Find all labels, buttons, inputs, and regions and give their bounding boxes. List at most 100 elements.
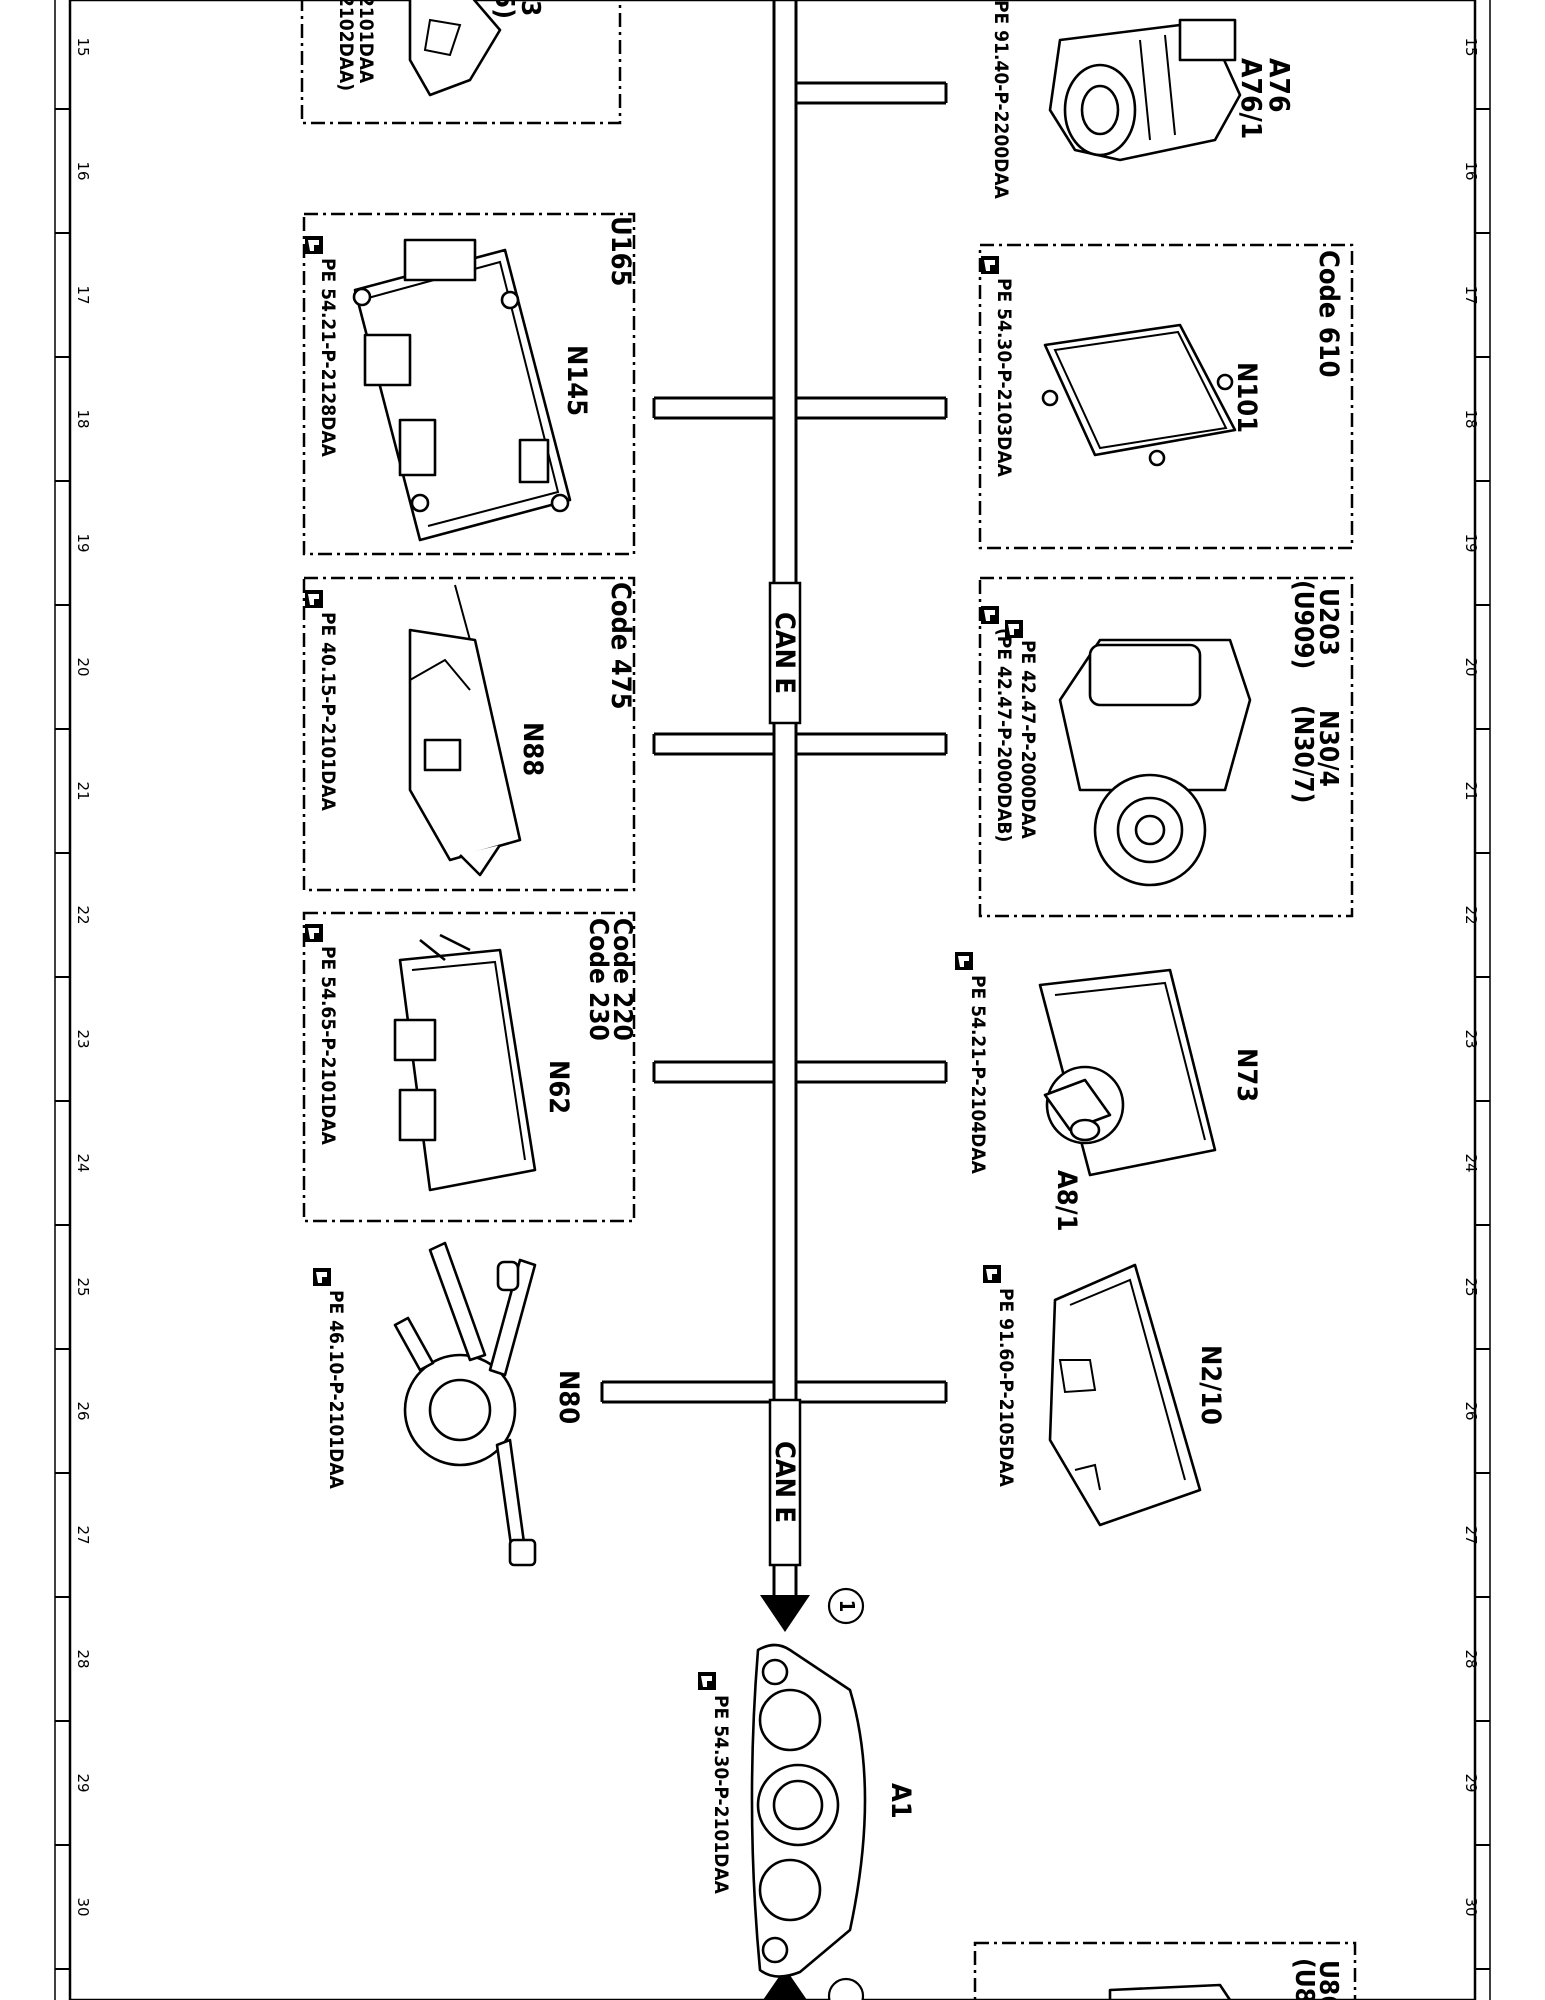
svg-text:A8/1: A8/1 [1051,1170,1082,1231]
box-bottom-right [973,1941,1357,2000]
can-e-bus [772,0,798,1595]
svg-text:2102DAA): 2102DAA) [335,0,357,91]
svg-text:(U86: (U86 [1289,1958,1319,2000]
svg-text:N73: N73 [1231,1048,1262,1102]
grid-number: 27 [74,1525,92,1544]
svg-text:N30/4: N30/4 [1313,710,1343,787]
bus-arrow-up-bottom [763,1968,865,2000]
grid-number: 20 [74,657,92,676]
grid-number: 27 [1462,1525,1480,1544]
grid-number: 21 [1462,781,1480,800]
svg-text:A76: A76 [1263,58,1296,113]
grid-number: 30 [74,1897,92,1916]
svg-text:N101: N101 [1231,362,1262,433]
svg-text:Code 475: Code 475 [605,582,636,710]
grid-number: 25 [74,1277,92,1296]
svg-text:CAN E: CAN E [769,1441,800,1523]
hand-pointer-icon [955,952,973,970]
box-n101 [978,243,1354,550]
hand-pointer-icon [698,1672,716,1690]
svg-text:U86: U86 [1313,1960,1343,2000]
hand-pointer-icon [981,256,999,274]
hand-pointer-icon [1005,620,1023,638]
grid-number: 24 [74,1153,92,1172]
svg-text:N80: N80 [553,1370,584,1424]
svg-text:N88: N88 [517,722,548,776]
svg-text:U165: U165 [605,216,636,286]
grid-number: 15 [74,37,92,56]
svg-text:5): 5) [489,0,519,19]
hand-pointer-icon [313,1268,331,1286]
n101-component-image [1041,323,1237,467]
svg-text:PE 91.40-P-2200DAA: PE 91.40-P-2200DAA [990,0,1012,200]
grid-number: 19 [74,533,92,552]
box-n30 [978,576,1354,918]
grid-number: 18 [74,409,92,428]
svg-text:PE 54.30-P-2101DAA: PE 54.30-P-2101DAA [710,1695,732,1895]
grid-number: 29 [1462,1773,1480,1792]
n2-10-component-image [1048,1263,1202,1527]
grid-number: 28 [74,1649,92,1668]
reference-hand-icons [305,236,1023,1690]
grid-number: 23 [1462,1029,1480,1048]
svg-text:PE 40.15-P-2101DAA: PE 40.15-P-2101DAA [317,612,339,812]
box-n88 [302,576,636,892]
svg-text:A1: A1 [885,1783,916,1819]
hand-pointer-icon [981,606,999,624]
box-n62 [302,911,636,1223]
n145-component-image [352,238,572,542]
a1-component-image [750,1643,867,1978]
partial-bottom-component-image [1108,1983,1232,2000]
grid-number: 15 [1462,37,1480,56]
a76-component-image [1048,18,1242,162]
n73-component-image [1038,968,1217,1177]
svg-text:Code 610: Code 610 [1313,250,1344,378]
grid-ticks [55,108,1490,1970]
svg-text:PE 46.10-P-2101DAA: PE 46.10-P-2101DAA [325,1290,347,1490]
n80-component-image [393,1241,537,1567]
svg-text:1: 1 [835,1600,859,1613]
grid-frame [54,0,1491,2000]
svg-text:CAN E: CAN E [769,612,800,694]
n88-component-image [408,584,522,877]
component-labels: 3 5) 2101DAA 2102DAA) A76 A76/1 PE 91.40… [317,0,1344,2000]
grid-number: 23 [74,1029,92,1048]
svg-text:PE 91.60-P-2105DAA: PE 91.60-P-2105DAA [995,1288,1017,1488]
can-e-label-lower: CAN E [768,1398,802,1567]
svg-text:PE 54.65-P-2101DAA: PE 54.65-P-2101DAA [317,946,339,1146]
svg-text:(PE 42.47-P-2000DAB): (PE 42.47-P-2000DAB) [993,628,1015,842]
hand-pointer-icon [305,236,323,254]
bus-branches [600,81,948,1404]
box-top-left [300,0,622,125]
svg-text:N145: N145 [561,345,592,416]
svg-text:(U909): (U909) [1288,580,1318,669]
grid-number: 26 [1462,1401,1480,1420]
can-e-label-upper: CAN E [768,581,802,725]
grid-number: 30 [1462,1897,1480,1916]
svg-text:A76/1: A76/1 [1235,58,1268,139]
svg-text:Code 220: Code 220 [607,918,637,1041]
hand-pointer-icon [305,590,323,608]
n30-component-image [1058,638,1252,887]
n62-component-image [393,933,537,1192]
svg-text:N2/10: N2/10 [1195,1345,1226,1425]
svg-text:3: 3 [515,0,545,16]
grid-number: 22 [74,905,92,924]
svg-text:PE 54.30-P-2103DAA: PE 54.30-P-2103DAA [993,278,1015,478]
svg-text:(N30/7): (N30/7) [1288,705,1318,803]
grid-number: 17 [74,285,92,304]
svg-text:PE 54.21-P-2104DAA: PE 54.21-P-2104DAA [967,975,989,1175]
grid-number: 22 [1462,905,1480,924]
bus-arrow-down [760,1595,810,1632]
hand-pointer-icon [305,924,323,942]
svg-text:N62: N62 [543,1060,574,1114]
svg-text:Code 230: Code 230 [583,918,613,1041]
grid-number: 21 [74,781,92,800]
grid-number: 17 [1462,285,1480,304]
grid-number: 16 [74,161,92,180]
grid-number: 19 [1462,533,1480,552]
connector-1-marker: 1 [827,1587,865,1625]
grid-number: 16 [1462,161,1480,180]
grid-number: 25 [1462,1277,1480,1296]
